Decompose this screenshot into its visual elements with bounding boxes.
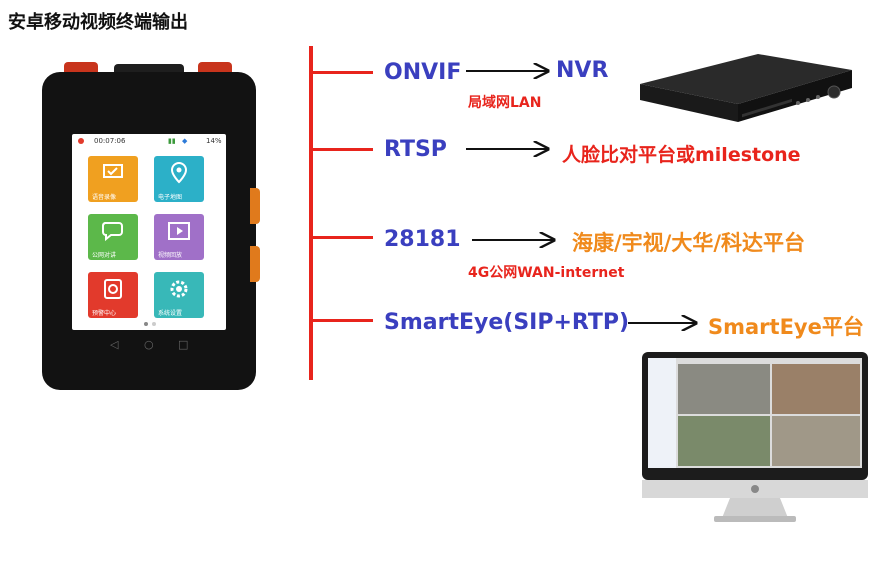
app-tile-label: 视频回放 xyxy=(158,252,183,259)
record-dot-icon xyxy=(78,138,84,144)
signal-icon: ▮▮ xyxy=(168,137,176,145)
target-nvr: NVR xyxy=(556,58,609,83)
branch-line-smarteye xyxy=(311,319,373,322)
target-smarteye-platform: SmartEye平台 xyxy=(708,315,864,339)
app-tile-label: 预警中心 xyxy=(92,310,117,317)
branch-line-onvif xyxy=(311,71,373,74)
device-status-bar: 00:07:06 ▮▮ ◆ 14% xyxy=(72,134,226,152)
sub-label-wan: 4G公网WAN-internet xyxy=(468,265,625,281)
app-tile-settings[interactable]: 系统设置 xyxy=(154,272,204,318)
app-tile-label: 系统设置 xyxy=(158,310,183,317)
wifi-icon: ◆ xyxy=(182,137,188,145)
branch-line-rtsp xyxy=(311,148,373,151)
protocol-rtsp: RTSP xyxy=(384,137,447,162)
device-side-button-lower xyxy=(250,246,260,282)
app-tile-label: 语音录像 xyxy=(92,194,117,201)
page-indicator-dot xyxy=(152,322,156,326)
chat-bubble-icon xyxy=(102,222,123,242)
device-side-button-upper xyxy=(250,188,260,224)
app-tile-label: 电子地图 xyxy=(158,194,183,201)
shield-icon xyxy=(104,279,122,299)
protocol-onvif: ONVIF xyxy=(384,60,462,85)
device-nav-bar: ◁ ○ □ xyxy=(72,336,226,356)
device-screen: 00:07:06 ▮▮ ◆ 14% 语音录像 电子地图 公网对讲 xyxy=(72,134,226,330)
app-tile-talk[interactable]: 公网对讲 xyxy=(88,214,138,260)
back-icon[interactable]: ◁ xyxy=(110,338,119,351)
home-icon[interactable]: ○ xyxy=(144,338,154,351)
location-pin-icon xyxy=(170,162,188,184)
protocol-28181: 28181 xyxy=(384,227,461,252)
battery-level: 14% xyxy=(206,137,222,145)
app-tile-playback[interactable]: 视频回放 xyxy=(154,214,204,260)
app-tile-label: 公网对讲 xyxy=(92,252,117,259)
trunk-line xyxy=(309,46,313,380)
film-icon xyxy=(168,222,190,240)
computer-monitor-image xyxy=(642,352,868,522)
target-vendor-platforms: 海康/宇视/大华/科达平台 xyxy=(572,231,806,255)
app-tile-record[interactable]: 语音录像 xyxy=(88,156,138,202)
gear-icon xyxy=(170,280,188,298)
page-indicator-dot xyxy=(144,322,148,326)
protocol-smarteye: SmartEye(SIP+RTP) xyxy=(384,310,630,335)
recent-apps-icon[interactable]: □ xyxy=(178,338,189,351)
monitor-icon xyxy=(103,164,123,178)
nvr-device-image xyxy=(640,54,852,122)
diagram-title: 安卓移动视频终端输出 xyxy=(8,12,188,33)
target-face-platform: 人脸比对平台或milestone xyxy=(562,144,801,166)
branch-line-28181 xyxy=(311,236,373,239)
app-tile-map[interactable]: 电子地图 xyxy=(154,156,204,202)
body-camera-device: 00:07:06 ▮▮ ◆ 14% 语音录像 电子地图 公网对讲 xyxy=(42,62,260,394)
app-tile-alert[interactable]: 预警中心 xyxy=(88,272,138,318)
sub-label-lan: 局域网LAN xyxy=(468,95,542,111)
status-time: 00:07:06 xyxy=(94,137,126,145)
